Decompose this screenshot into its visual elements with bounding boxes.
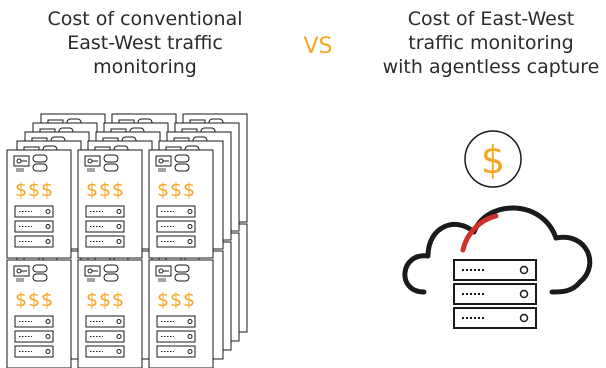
rack-server-unit — [453, 259, 537, 281]
dollar-sign: $ — [157, 179, 169, 201]
agentless-cost-title: Cost of East-West traffic monitoring wit… — [382, 8, 600, 78]
server-rack-icon — [453, 259, 537, 329]
vs-label: VS — [303, 34, 333, 59]
dollar-sign: $ — [170, 289, 182, 311]
dollar-sign: $ — [41, 179, 53, 201]
dollar-sign: $ — [15, 179, 27, 201]
server-stack-icon: $$$$$$$$$$$$$$$$$$ — [6, 113, 248, 368]
dollar-sign: $ — [170, 179, 182, 201]
front-server-unit: $$$ — [77, 149, 143, 259]
front-server-unit: $$$ — [148, 259, 214, 368]
dollar-sign: $ — [15, 289, 27, 311]
dollar-sign: $ — [28, 179, 40, 201]
front-server-unit: $$$ — [148, 149, 214, 259]
dollar-coin-icon: $ — [464, 130, 522, 188]
cloud-icon — [402, 205, 593, 295]
conventional-cost-title: Cost of conventional East-West traffic m… — [47, 8, 243, 78]
dollar-sign: $ — [28, 289, 40, 311]
dollar-sign: $ — [112, 289, 124, 311]
front-server-unit: $$$ — [77, 259, 143, 368]
front-server-unit: $$$ — [6, 259, 72, 368]
dollar-sign: $ — [112, 179, 124, 201]
dollar-sign: $ — [86, 179, 98, 201]
front-server-unit: $$$ — [6, 149, 72, 259]
rack-server-unit — [453, 307, 537, 329]
dollar-sign: $ — [183, 179, 195, 201]
dollar-sign: $ — [99, 179, 111, 201]
dollar-sign: $ — [41, 289, 53, 311]
rack-server-unit — [453, 283, 537, 305]
agentless-capture-graphic: $ — [402, 130, 593, 329]
dollar-sign: $ — [99, 289, 111, 311]
dollar-sign: $ — [86, 289, 98, 311]
coin-dollar-symbol: $ — [481, 138, 505, 182]
dollar-sign: $ — [183, 289, 195, 311]
gauge-icon — [460, 213, 499, 253]
dollar-sign: $ — [157, 289, 169, 311]
